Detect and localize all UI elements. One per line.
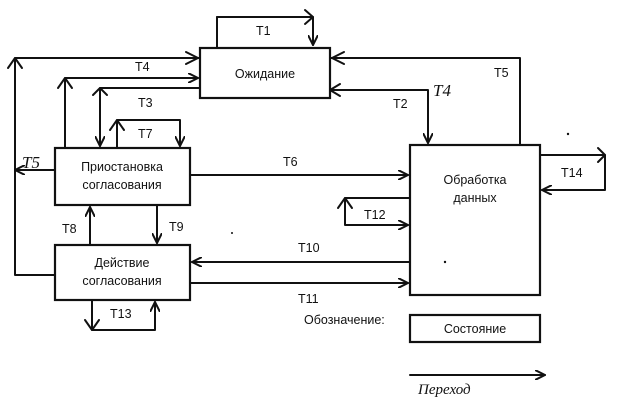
transition-t1: T1 bbox=[216, 9, 313, 49]
transition-t11-label: T11 bbox=[298, 292, 319, 306]
legend-transition-label: Переход bbox=[417, 382, 471, 398]
transition-t3: T3 bbox=[92, 87, 201, 147]
transition-t4-label: T4 bbox=[135, 60, 150, 74]
transition-t14-label: T14 bbox=[561, 166, 583, 180]
transition-t7: T7 bbox=[109, 119, 180, 149]
legend-notation-label: Обозначение: bbox=[304, 313, 385, 327]
state-data-processing: Обработка данных bbox=[408, 143, 542, 297]
transition-t5: T5 bbox=[14, 51, 521, 170]
transition-t1-label: T1 bbox=[256, 24, 271, 38]
transition-t6-label: T6 bbox=[283, 155, 298, 169]
handwritten-t4-annotation: T4 bbox=[433, 81, 451, 100]
transition-t14: T14 bbox=[539, 147, 606, 190]
transition-suspend-to-waiting bbox=[57, 78, 199, 149]
state-waiting: Ожидание bbox=[198, 46, 332, 100]
scan-speck bbox=[231, 232, 233, 234]
state-processing-label-line2: данных bbox=[453, 191, 497, 205]
legend-state-label: Состояние bbox=[444, 322, 506, 336]
state-processing-label-line1: Обработка bbox=[443, 173, 506, 187]
transition-t9: T9 bbox=[157, 204, 184, 244]
transition-t12: T12 bbox=[337, 197, 411, 225]
transition-t3-label: T3 bbox=[138, 96, 153, 110]
state-action-label-line1: Действие bbox=[95, 256, 150, 270]
state-suspend-label-line1: Приостановка bbox=[81, 160, 163, 174]
state-waiting-label: Ожидание bbox=[235, 67, 295, 81]
state-suspend-negotiation: Приостановка согласования bbox=[53, 146, 192, 207]
transition-t13: T13 bbox=[84, 299, 155, 331]
state-negotiation-action: Действие согласования bbox=[53, 243, 192, 302]
transition-t2-label: T2 bbox=[393, 97, 408, 111]
transition-t11: T11 bbox=[189, 283, 409, 306]
transition-t12-label: T12 bbox=[364, 208, 386, 222]
transition-t8-label: T8 bbox=[62, 222, 77, 236]
transition-t7-label: T7 bbox=[138, 127, 153, 141]
transition-t9-label: T9 bbox=[169, 220, 184, 234]
transition-t2: T2 bbox=[329, 83, 428, 144]
transition-t8: T8 bbox=[62, 206, 90, 246]
legend-state-box bbox=[408, 313, 542, 344]
state-suspend-label-line2: согласования bbox=[82, 178, 161, 192]
scan-speck bbox=[443, 260, 447, 264]
transition-t6: T6 bbox=[189, 155, 409, 175]
transition-t10-label: T10 bbox=[298, 241, 320, 255]
state-action-label-line2: согласования bbox=[82, 274, 161, 288]
transition-t5-label: T5 bbox=[494, 66, 509, 80]
transition-t10: T10 bbox=[191, 241, 411, 262]
handwritten-t5-annotation: T5 bbox=[22, 153, 40, 172]
legend: Обозначение: Состояние Переход bbox=[304, 313, 546, 398]
scan-speck bbox=[566, 132, 570, 136]
transition-t13-label: T13 bbox=[110, 307, 132, 321]
